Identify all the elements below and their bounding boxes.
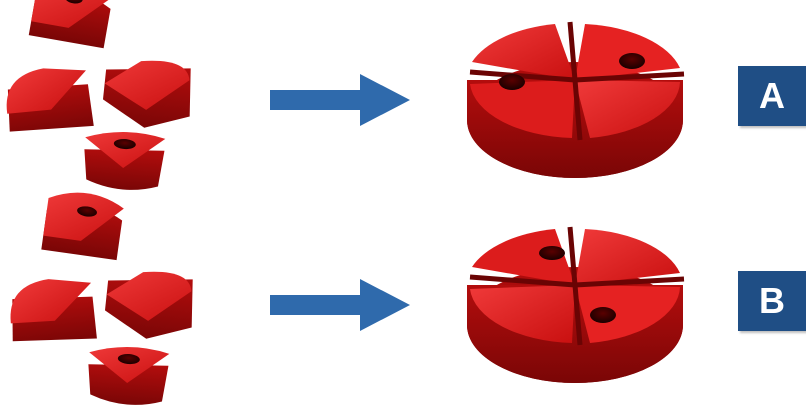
- right-arrow-icon: [270, 279, 410, 331]
- wedge-piece-icon: [88, 347, 170, 405]
- option-row-b: B: [0, 192, 806, 410]
- answer-option-b-button[interactable]: B: [738, 271, 806, 331]
- hole-icon: [619, 53, 645, 69]
- wedge-piece-icon: [104, 271, 193, 339]
- hole-icon: [539, 246, 565, 260]
- option-row-a: A: [0, 0, 806, 205]
- loose-pieces-group: [0, 192, 200, 410]
- wedge-piece-icon: [84, 132, 166, 190]
- assembled-disc-icon: [460, 215, 690, 395]
- assembled-disc-icon: [460, 10, 690, 190]
- loose-pieces-group: [0, 0, 200, 205]
- hole-icon: [499, 74, 525, 90]
- answer-option-a-button[interactable]: A: [738, 66, 806, 126]
- wedge-piece-icon: [6, 68, 94, 132]
- wedge-piece-icon: [28, 0, 113, 49]
- right-arrow-icon: [270, 74, 410, 126]
- wedge-piece-icon: [41, 192, 124, 261]
- wedge-piece-icon: [102, 60, 191, 128]
- hole-icon: [590, 307, 616, 323]
- wedge-piece-icon: [10, 279, 97, 342]
